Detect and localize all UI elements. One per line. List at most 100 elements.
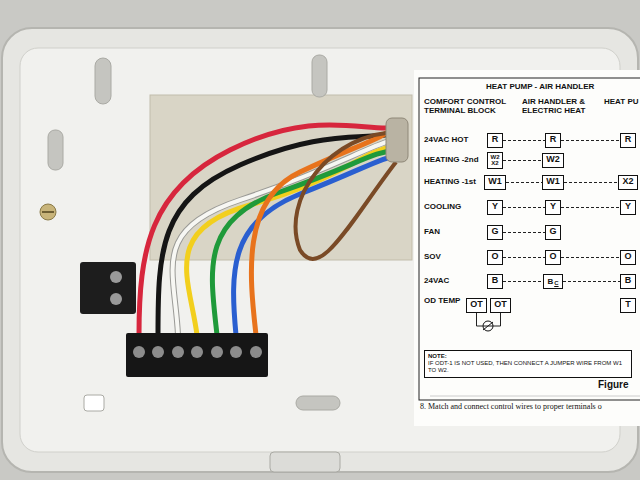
terminal-screw [110, 293, 122, 305]
terminal-label: R [491, 135, 499, 145]
figure-frame [419, 78, 640, 400]
wiring-connector [503, 160, 542, 161]
column-header: HEAT PU [604, 97, 639, 106]
wiring-connector [561, 257, 620, 258]
instruction-text: 8. Match and connect control wires to pr… [420, 402, 602, 411]
terminal-screw [152, 346, 164, 358]
terminal-box: W2 [542, 153, 564, 168]
wiring-connector [503, 232, 545, 233]
wiring-connector [503, 207, 545, 208]
note-text: IF ODT-1 IS NOT USED, THEN CONNECT A JUM… [428, 360, 628, 374]
terminal-box: R [545, 133, 561, 148]
jumper-block [80, 262, 136, 314]
row-label: HEATING -1st [424, 177, 476, 186]
terminal-label: W1 [488, 177, 502, 187]
terminal-label: C [554, 280, 558, 287]
terminal-label: R [624, 135, 632, 145]
terminal-screw [133, 346, 145, 358]
terminal-label: W2 [546, 155, 560, 165]
plate-tab [84, 395, 104, 411]
wiring-connector [503, 140, 545, 141]
cable-sheath [386, 118, 408, 162]
terminal-box: BC [543, 274, 563, 289]
blue-wire [234, 155, 400, 335]
terminal-box: R [487, 133, 503, 148]
terminal-box: X2 [618, 175, 638, 190]
terminal-box: O [620, 250, 636, 265]
terminal-box: T [620, 298, 636, 313]
diagram-title: HEAT PUMP - AIR HANDLER [486, 82, 594, 91]
terminal-screw [191, 346, 203, 358]
terminal-screws [133, 346, 262, 358]
note-heading: NOTE: [428, 353, 628, 360]
terminal-label: B [491, 276, 499, 286]
row-label: 24VAC HOT [424, 135, 468, 144]
terminal-label: O [549, 252, 557, 262]
wiring-connector [477, 313, 501, 326]
terminal-box: Y [545, 200, 561, 215]
terminal-box: W1 [484, 175, 506, 190]
terminal-label: T [624, 300, 632, 310]
terminal-box: G [545, 225, 561, 240]
screw-slot [42, 211, 54, 213]
row-label: SOV [424, 252, 441, 261]
terminal-box: Y [487, 200, 503, 215]
wiring-connector [503, 281, 543, 282]
row-label: COOLING [424, 202, 461, 211]
terminal-screw [250, 346, 262, 358]
row-label: HEATING -2nd [424, 155, 479, 164]
terminal-box: OT [490, 298, 511, 313]
column-header: AIR HANDLER & ELECTRIC HEAT [522, 97, 596, 115]
terminal-label: OT [494, 300, 507, 310]
terminal-block [126, 333, 268, 377]
mount-slot [48, 130, 63, 170]
wiring-connector [563, 281, 620, 282]
mount-slot [296, 396, 340, 410]
terminal-screw [110, 271, 122, 283]
terminal-screw [211, 346, 223, 358]
terminal-label: R [549, 135, 557, 145]
row-label: OD TEMP [424, 296, 464, 305]
terminal-screw [230, 346, 242, 358]
terminal-label: G [491, 227, 499, 237]
wiring-connector [561, 207, 620, 208]
wiring-connector [506, 182, 542, 183]
instruction-sheet [414, 70, 640, 426]
terminal-box: R [620, 133, 636, 148]
mount-screw [40, 204, 56, 220]
note-box: NOTE:IF ODT-1 IS NOT USED, THEN CONNECT … [424, 350, 632, 378]
plate-tab [270, 452, 340, 472]
terminal-box: W2X2 [487, 152, 503, 169]
terminal-box: W1 [542, 175, 564, 190]
figure-rule [430, 396, 640, 397]
terminal-label: G [549, 227, 557, 237]
wiring-connector [503, 257, 545, 258]
row-label: 24VAC [424, 276, 449, 285]
terminal-label: B [624, 276, 632, 286]
mount-slot [312, 55, 327, 97]
brown-wire [296, 132, 400, 259]
terminal-label: Y [549, 202, 557, 212]
terminal-box: G [487, 225, 503, 240]
orange-wire [251, 124, 400, 335]
terminal-label: O [624, 252, 632, 262]
wiring-connector [564, 182, 618, 183]
terminal-box: B [620, 274, 636, 289]
terminal-box: B [487, 274, 503, 289]
terminal-label: Y [624, 202, 632, 212]
terminal-screw [172, 346, 184, 358]
figure-label: Figure [598, 379, 629, 391]
terminal-label: OT [470, 300, 483, 310]
terminal-label: X2 [490, 160, 500, 166]
column-header: COMFORT CONTROL TERMINAL BLOCK [424, 97, 508, 115]
terminal-box: Y [620, 200, 636, 215]
wiring-connector [561, 140, 620, 141]
terminal-label: W2 [490, 154, 500, 160]
terminal-box: O [487, 250, 503, 265]
terminal-box: OT [466, 298, 487, 313]
terminal-label: O [491, 252, 499, 262]
terminal-label: X2 [622, 177, 634, 187]
mount-slot [95, 58, 111, 104]
terminal-label: W1 [546, 177, 560, 187]
